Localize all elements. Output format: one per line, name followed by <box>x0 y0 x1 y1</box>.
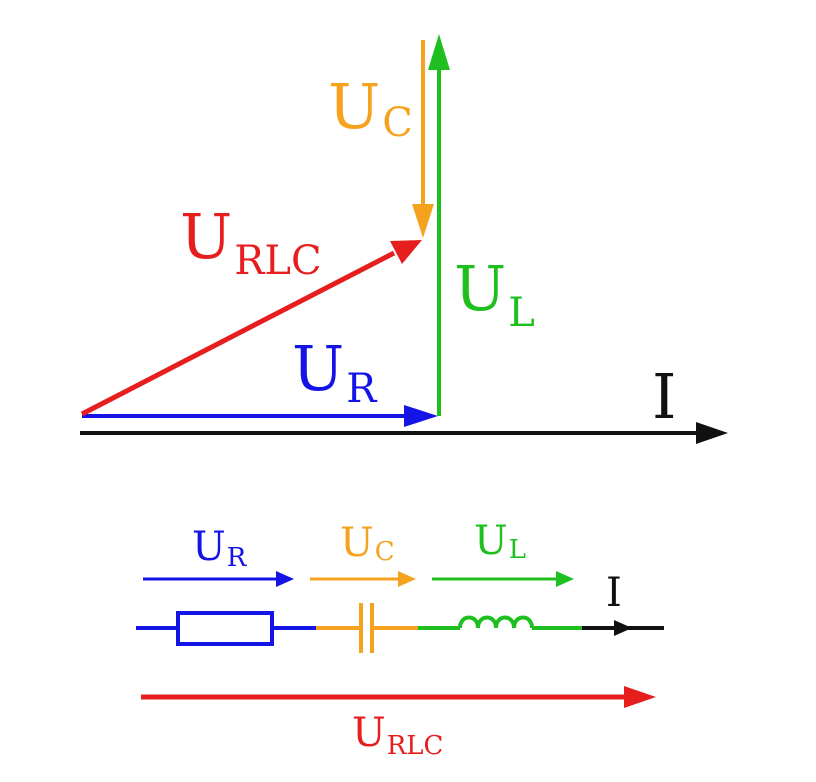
ul-vector <box>428 34 450 416</box>
circuit-urlc-label: URLC <box>352 710 443 761</box>
circuit-ur-arrow <box>143 571 294 587</box>
circuit-ul-label: UL <box>474 518 526 565</box>
phasor-urlc-label: URLC <box>180 200 322 284</box>
circuit-ur-label: UR <box>192 524 248 573</box>
uc-vector <box>412 40 434 238</box>
phasor-ur-label: UR <box>292 332 378 412</box>
circuit-uc-label: UC <box>340 520 395 567</box>
ur-vector <box>82 405 438 427</box>
phasor-ul-label: UL <box>454 252 535 336</box>
current-wire <box>582 620 664 636</box>
current-axis <box>80 422 728 444</box>
phasor-current-label: I <box>652 360 677 433</box>
circuit-urlc-arrow <box>141 686 656 708</box>
current-direction-arrow <box>614 620 632 636</box>
capacitor-wire <box>316 603 418 653</box>
phasor-uc-label: UC <box>328 70 413 146</box>
circuit-uc-arrow <box>310 571 416 587</box>
circuit-ul-arrow <box>432 571 574 587</box>
inductor-wire <box>418 615 582 630</box>
inductor-coil <box>458 615 534 629</box>
urlc-vector <box>80 240 422 417</box>
resistor-wire <box>136 611 316 646</box>
circuit-current-label: I <box>606 570 622 616</box>
resistor-symbol <box>176 611 274 646</box>
